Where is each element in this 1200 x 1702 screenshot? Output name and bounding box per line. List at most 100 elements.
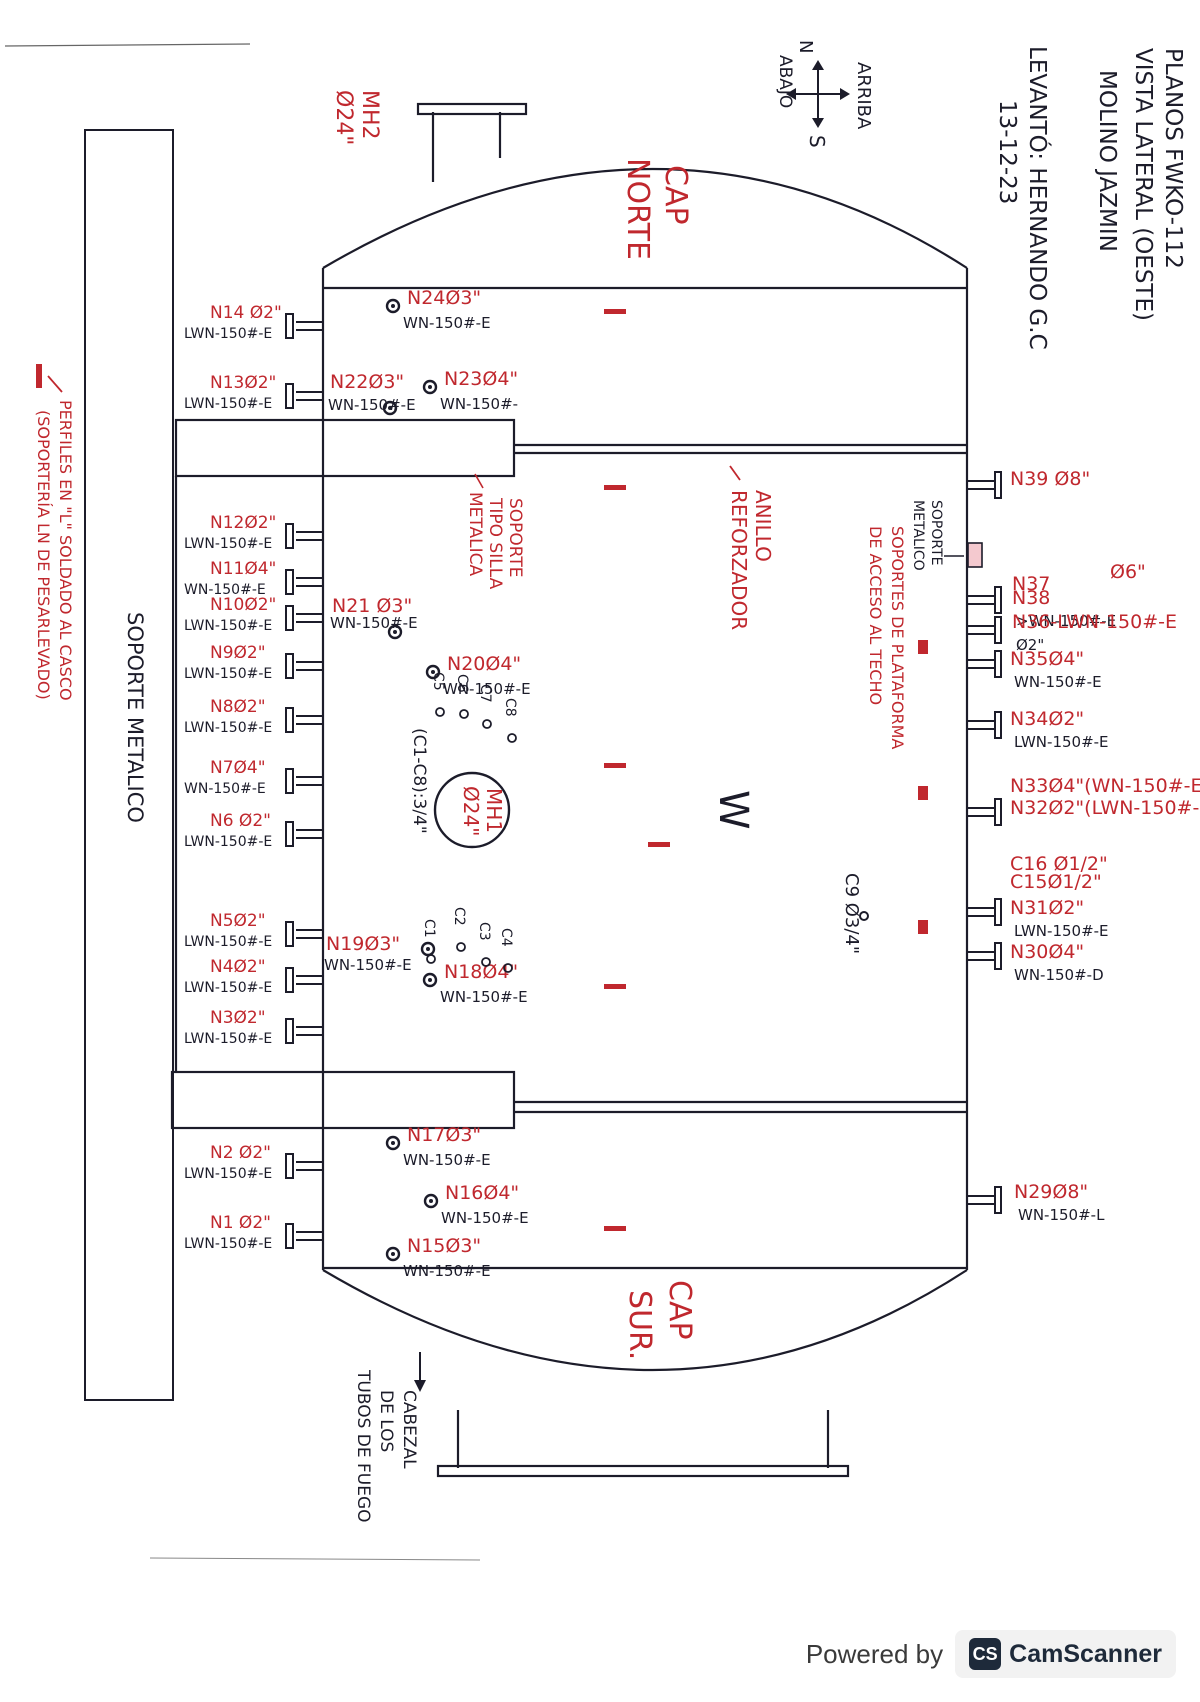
svg-text:SOPORTE: SOPORTE — [505, 498, 525, 578]
svg-text:DE ACCESO AL TECHO: DE ACCESO AL TECHO — [866, 526, 885, 705]
left-nozzle: N4Ø2"LWN-150#-E — [184, 957, 323, 996]
watermark-powered: Powered by — [805, 1638, 944, 1669]
right-nozzle-id: N36-LWN-150#-E — [1012, 611, 1177, 633]
coupling-label: C4 — [498, 928, 514, 947]
profiles-note: PERFILES EN "L" SOLDADO AL CASCO (SOPORT… — [34, 400, 75, 701]
left-nozzle-id: N7Ø4" — [210, 758, 266, 778]
right-nozzle-id: N32Ø2"(LWN-150#-E) — [1010, 797, 1200, 819]
svg-text:MH1: MH1 — [482, 788, 506, 833]
svg-text:N: N — [795, 40, 816, 53]
svg-text:NORTE: NORTE — [620, 158, 655, 260]
left-nozzle: N6 Ø2"LWN-150#-E — [184, 811, 323, 850]
coupling-label: C3 — [476, 922, 492, 941]
title-line5: 13-12-23 — [994, 100, 1020, 204]
shell-nozzle-id: N16Ø4" — [445, 1182, 519, 1204]
support-beam: SOPORTE METALICO — [84, 129, 174, 1401]
right-nozzle-spec: LWN-150#-E — [1014, 733, 1109, 751]
coupling: C6 — [454, 674, 470, 719]
title-line3: MOLINO JAZMIN — [1094, 70, 1120, 252]
right-nozzle: N32Ø2"(LWN-150#-E) — [967, 797, 1200, 826]
mh2-label: MH2 — [357, 90, 382, 140]
right-nozzle: N38>WN-150#-E — [967, 586, 1116, 630]
left-nozzle-spec: LWN-150#-E — [184, 666, 272, 682]
title-line2: VISTA LATERAL (OESTE) — [1130, 48, 1156, 321]
right-nozzle-spec: >WN-150#-E — [1016, 612, 1116, 630]
left-nozzle: N8Ø2"LWN-150#-E — [184, 697, 323, 736]
left-nozzle: N7Ø4"WN-150#-E — [184, 758, 323, 797]
right-nozzle: C16 Ø1/2" — [1010, 853, 1108, 875]
left-nozzle-id: N10Ø2" — [210, 595, 276, 615]
left-nozzle-id: N1 Ø2" — [210, 1213, 271, 1233]
svg-text:METALICA: METALICA — [465, 492, 485, 576]
cap-north-label: CAP NORTE — [620, 158, 693, 260]
compass-up: ARRIBA — [853, 62, 874, 130]
cabezal-label: CABEZAL DE LOS TUBOS DE FUEGO — [353, 1369, 419, 1523]
right-nozzle-id: N34Ø2" — [1010, 708, 1084, 730]
coupling-label: C2 — [451, 907, 467, 926]
right-nozzle-id: N39 Ø8" — [1010, 468, 1090, 490]
right-nozzle-id: N37 — [1012, 573, 1050, 595]
left-nozzle-spec: LWN-150#-E — [184, 1031, 272, 1047]
shell-nozzle-id: N22Ø3" — [330, 371, 404, 393]
right-nozzle: N30Ø4" WN-150#-D — [967, 941, 1104, 984]
right-nozzle: N36-LWN-150#-EØ2" — [967, 611, 1177, 654]
left-nozzle: N2 Ø2"LWN-150#-E — [184, 1143, 323, 1182]
left-nozzle-id: N12Ø2" — [210, 513, 276, 533]
svg-text:TIPO SILLA: TIPO SILLA — [485, 497, 505, 590]
shell-nozzle-id: N18Ø4" — [444, 961, 518, 983]
svg-text:SOPORTE: SOPORTE — [928, 500, 944, 565]
svg-text:Ø24": Ø24" — [459, 786, 483, 836]
right-nozzle-id: N35Ø4" — [1010, 648, 1084, 670]
right-nozzle: N31Ø2"LWN-150#-E — [967, 897, 1109, 940]
right-nozzle-id: N33Ø4"(WN-150#-E) — [1010, 775, 1200, 797]
symbol-w: W — [710, 790, 756, 830]
manhole-mh1: MH1 Ø24" — [433, 771, 511, 849]
left-nozzle-spec: LWN-150#-E — [184, 720, 272, 736]
mh2-size: Ø24" — [331, 90, 356, 145]
svg-text:DE LOS: DE LOS — [376, 1390, 396, 1452]
shell-nozzle-spec: WN-150#-E — [440, 988, 528, 1006]
right-nozzle-spec: LWN-150#-E — [1014, 922, 1109, 940]
left-nozzle: N11Ø4"WN-150#-E — [184, 559, 323, 598]
coupling-label: C1 — [421, 919, 437, 938]
coupling-label: C5 — [430, 672, 446, 691]
right-nozzle-group: N39 Ø8"N37N38>WN-150#-EØ6"N36-LWN-150#-E… — [967, 468, 1200, 1224]
right-nozzle: N34Ø2" LWN-150#-E — [967, 708, 1109, 751]
coupling: C3 — [476, 922, 492, 967]
right-nozzle-id: N30Ø4" — [1010, 941, 1084, 963]
shell-nozzle-spec: WN-150#-E — [403, 1262, 491, 1280]
svg-text:ANILLO: ANILLO — [751, 490, 775, 562]
camscanner-logo-icon: CS — [969, 1638, 1002, 1670]
platform-supports-label: SOPORTES DE PLATAFORMA DE ACCESO AL TECH… — [866, 526, 907, 749]
left-nozzle: N9Ø2"LWN-150#-E — [184, 643, 323, 682]
support-beam-label: SOPORTE METALICO — [123, 612, 147, 823]
shell-nozzle: N23Ø4"WN-150#- — [422, 368, 518, 413]
left-nozzle-spec: LWN-150#-E — [184, 980, 272, 996]
svg-text:TUBOS DE FUEGO: TUBOS DE FUEGO — [353, 1369, 373, 1523]
left-nozzle-id: N5Ø2" — [210, 911, 266, 931]
left-nozzle-id: N13Ø2" — [210, 373, 276, 393]
left-nozzle-spec: LWN-150#-E — [184, 934, 272, 950]
shell-nozzle: N22Ø3"WN-150#-E — [328, 371, 416, 416]
shell-nozzle: N21 Ø3"WN-150#-E — [330, 595, 418, 640]
saddle-support-label: SOPORTE TIPO SILLA METALICA — [465, 492, 525, 590]
watermark-badge: CS CamScanner — [955, 1630, 1176, 1678]
left-nozzle-id: N11Ø4" — [210, 559, 276, 579]
shell-nozzle: N17Ø3"WN-150#-E — [385, 1124, 491, 1169]
left-nozzle-spec: LWN-150#-E — [184, 536, 272, 552]
shell-nozzle-id: N19Ø3" — [326, 933, 400, 955]
shell-nozzle: N18Ø4" WN-150#-E — [422, 961, 528, 1006]
right-nozzle: N33Ø4"(WN-150#-E) — [1010, 775, 1200, 797]
coupling-label: C7 — [477, 684, 493, 703]
shell-nozzle-spec: WN-150#-E — [403, 1151, 491, 1169]
right-nozzle: N37 — [1012, 573, 1050, 595]
right-nozzle-spec: WN-150#-L — [1018, 1206, 1105, 1224]
left-nozzle-id: N3Ø2" — [210, 1008, 266, 1028]
right-nozzle-spec: WN-150#-D — [1014, 966, 1104, 984]
right-nozzle-id: C15Ø1/2" — [1010, 871, 1102, 893]
left-nozzle-spec: LWN-150#-E — [184, 1236, 272, 1252]
watermark-brand: CamScanner — [1009, 1639, 1162, 1668]
